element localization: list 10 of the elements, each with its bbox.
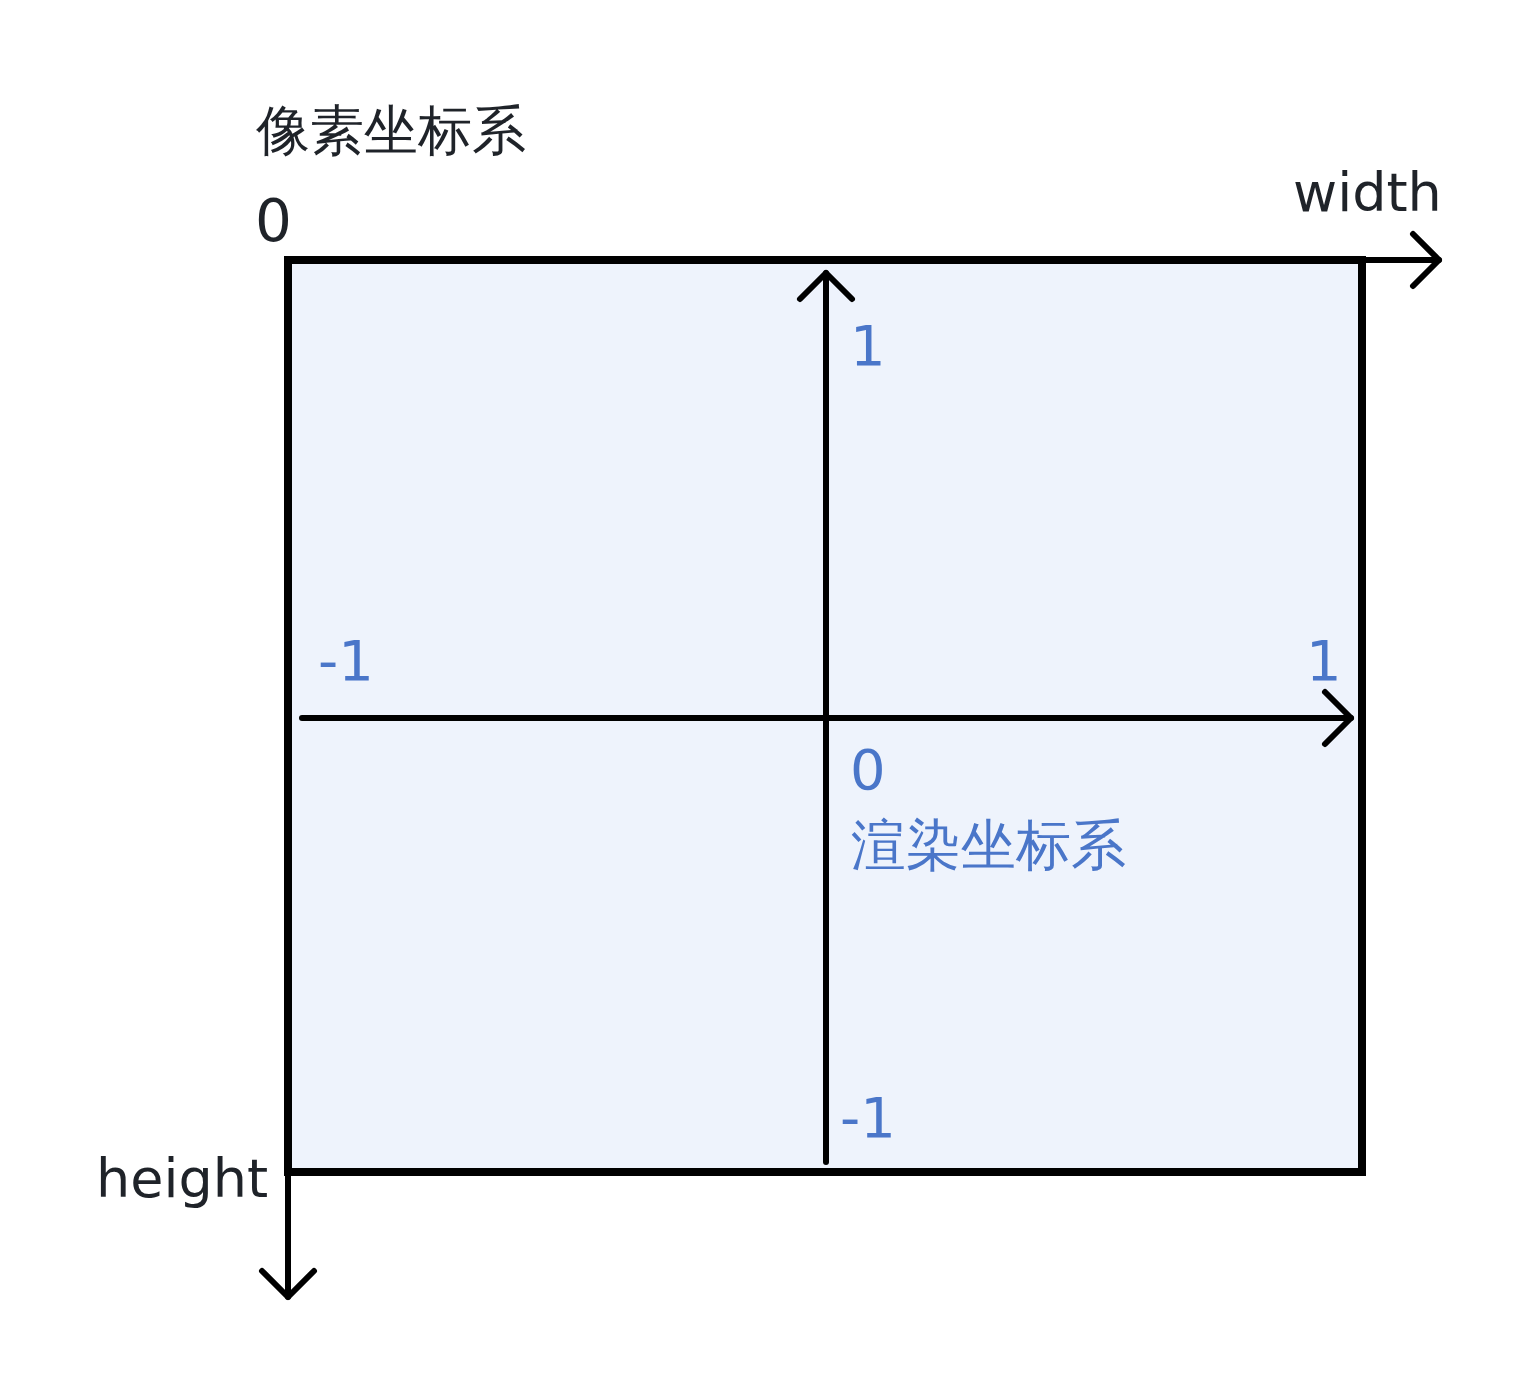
tick-label: -1 — [318, 633, 374, 689]
origin-label: 0 — [255, 192, 292, 250]
coordinate-system-heading: 渲染坐标系 — [851, 818, 1126, 873]
tick-label: -1 — [840, 1090, 896, 1146]
axis-label: height — [96, 1152, 269, 1206]
axis-label: width — [1293, 166, 1442, 220]
tick-label: 1 — [1306, 633, 1342, 689]
tick-label: 1 — [850, 318, 886, 374]
origin-label: 0 — [850, 742, 886, 798]
coordinate-system-heading: 像素坐标系 — [256, 104, 526, 158]
